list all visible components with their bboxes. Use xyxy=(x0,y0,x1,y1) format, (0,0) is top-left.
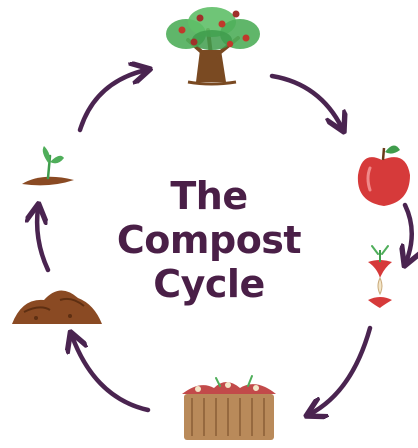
soil-pile-icon xyxy=(12,290,102,324)
seedling-icon xyxy=(22,146,74,186)
title-line-2: Compost xyxy=(116,218,302,262)
apple-core-icon xyxy=(368,245,392,308)
arrow-seedling-to-tree xyxy=(77,70,146,133)
apple-tree-icon xyxy=(166,7,260,86)
title-line-1: The xyxy=(170,174,248,218)
arrow-bin-to-soil xyxy=(72,336,151,413)
arrow-core-to-bin xyxy=(310,325,373,414)
title-line-3: Cycle xyxy=(153,262,265,306)
arrow-tree-to-apple xyxy=(269,73,342,128)
arrow-soil-to-seedling xyxy=(37,208,51,273)
compost-bin-icon xyxy=(182,375,276,440)
apple-icon xyxy=(357,145,410,206)
cycle-arrows xyxy=(37,70,412,414)
arrow-apple-to-core xyxy=(405,202,412,262)
